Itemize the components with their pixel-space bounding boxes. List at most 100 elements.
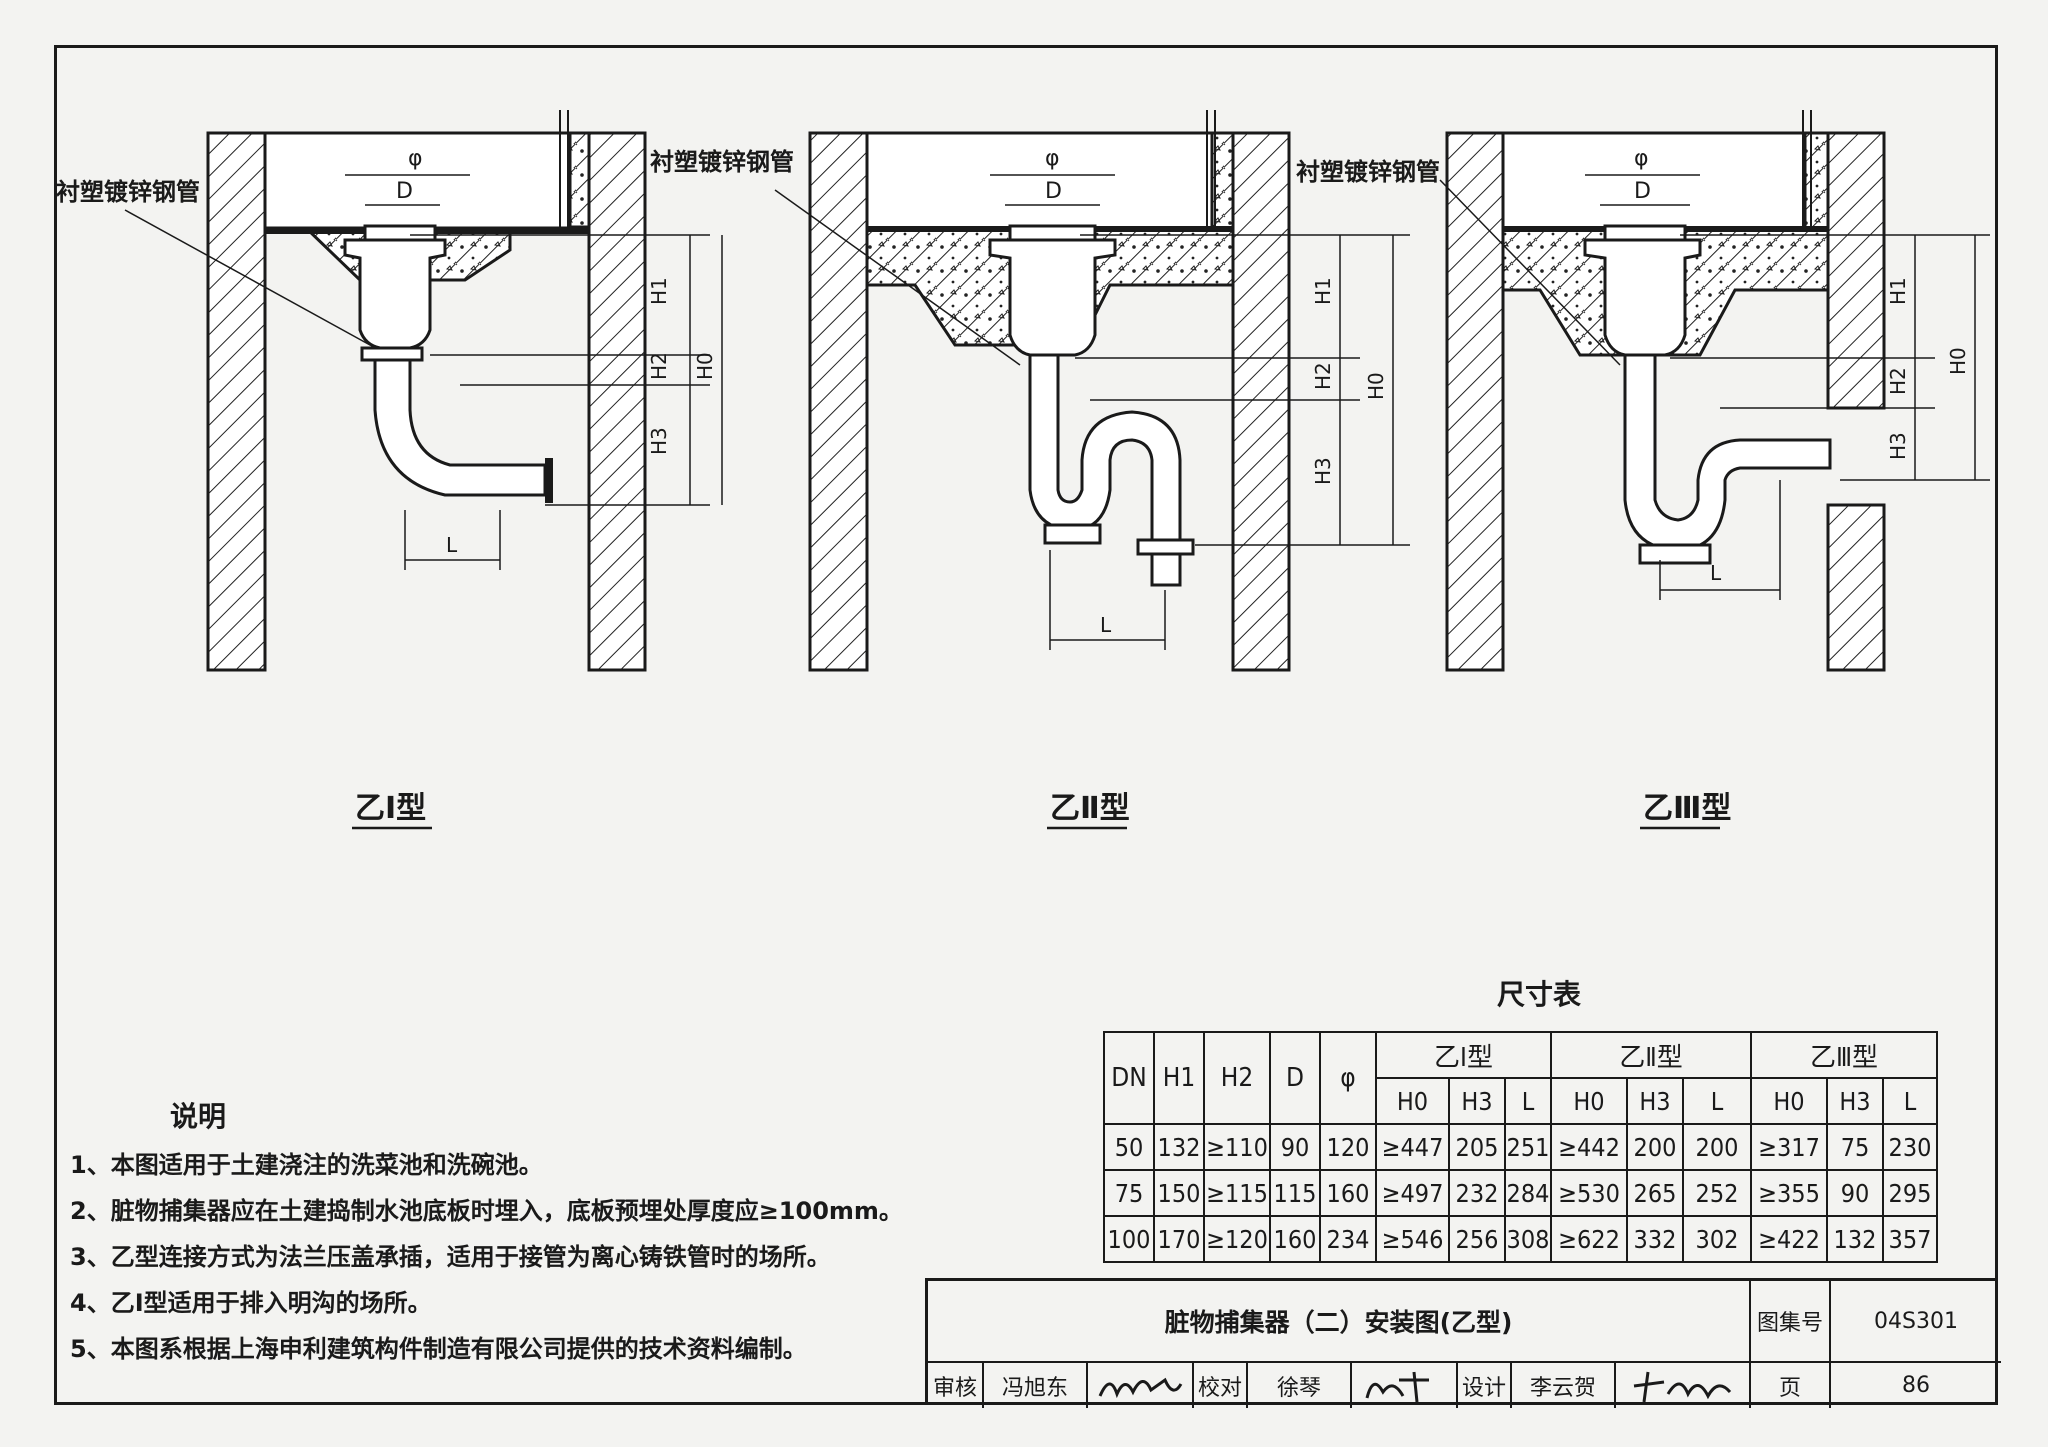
l-label: L bbox=[1710, 561, 1722, 585]
h0-label: H0 bbox=[1946, 347, 1970, 375]
table-cell: ≥546 bbox=[1375, 1215, 1450, 1263]
caption-type-1: 乙Ⅰ型 bbox=[355, 791, 426, 826]
d-label: D bbox=[1634, 179, 1651, 204]
table-cell: 200 bbox=[1682, 1123, 1752, 1171]
table-cell: 160 bbox=[1269, 1215, 1321, 1263]
group-header: 乙Ⅱ型 bbox=[1550, 1031, 1752, 1079]
table-cell: 332 bbox=[1626, 1215, 1684, 1263]
table-cell: 50 bbox=[1103, 1123, 1155, 1171]
page-number: 86 bbox=[1902, 1373, 1930, 1398]
table-row: 75 150 ≥115 115 160 ≥497 232 284 ≥530 26… bbox=[1103, 1169, 1938, 1217]
right-wall-upper bbox=[1826, 131, 1886, 410]
col-header: D bbox=[1269, 1031, 1321, 1125]
caption-type-2: 乙Ⅱ型 bbox=[1050, 791, 1130, 826]
basin-inner bbox=[1501, 131, 1807, 230]
sub-header: H3 bbox=[1826, 1077, 1884, 1125]
right-wall bbox=[1231, 131, 1291, 672]
table-cell: 75 bbox=[1826, 1123, 1884, 1171]
h1-label: H1 bbox=[1311, 277, 1335, 305]
note-item: 2、脏物捕集器应在土建捣制水池底板时埋入，底板预埋处厚度应≥100mm。 bbox=[70, 1197, 903, 1225]
table-cell: 205 bbox=[1448, 1123, 1506, 1171]
drawing-sheet bbox=[54, 45, 1998, 1405]
type-3-drawing: φ D H1 H2 H3 H0 L 衬塑镀锌钢管 bbox=[1296, 110, 1990, 672]
table-cell: ≥442 bbox=[1550, 1123, 1628, 1171]
h0-label: H0 bbox=[1364, 372, 1388, 400]
table-cell: ≥447 bbox=[1375, 1123, 1450, 1171]
table-cell: 357 bbox=[1882, 1215, 1938, 1263]
table-cell: 251 bbox=[1504, 1123, 1552, 1171]
table-cell: 132 bbox=[1826, 1215, 1884, 1263]
signature-icon bbox=[1633, 1371, 1731, 1402]
l-label: L bbox=[1100, 613, 1112, 637]
table-cell: 232 bbox=[1448, 1169, 1506, 1217]
right-wall bbox=[587, 131, 647, 672]
signature-icon bbox=[1098, 1377, 1183, 1398]
basin-inner bbox=[865, 131, 1214, 230]
collector-body bbox=[1583, 238, 1702, 357]
note-item: 1、本图适用于土建浇注的洗菜池和洗碗池。 bbox=[70, 1151, 543, 1179]
table-row: 50 132 ≥110 90 120 ≥447 205 251 ≥442 200… bbox=[1103, 1123, 1938, 1171]
table-cell: ≥355 bbox=[1750, 1169, 1828, 1217]
reviewer-name: 冯旭东 bbox=[984, 1363, 1088, 1408]
p-trap-pipe bbox=[1623, 353, 1832, 552]
h1-label: H1 bbox=[1886, 277, 1910, 305]
caption-type-3: 乙Ⅲ型 bbox=[1643, 791, 1731, 826]
h0-label: H0 bbox=[693, 352, 717, 380]
designer-name: 李云贺 bbox=[1512, 1363, 1616, 1408]
l-label: L bbox=[446, 533, 458, 557]
dimension-table: DN H1 H2 D φ 乙Ⅰ型 乙Ⅱ型 乙Ⅲ型 H0 H3 L H0 H3 L… bbox=[1103, 1031, 1938, 1263]
h3-label: H3 bbox=[1886, 432, 1910, 460]
atlas-label: 图集号 bbox=[1751, 1281, 1831, 1361]
col-header: H1 bbox=[1153, 1031, 1205, 1125]
title-row: 脏物捕集器（二）安装图(乙型) 图集号 04S301 bbox=[928, 1281, 2001, 1363]
note-item: 5、本图系根据上海申利建筑构件制造有限公司提供的技术资料编制。 bbox=[70, 1335, 807, 1363]
sub-header: L bbox=[1504, 1077, 1552, 1125]
pipe-label: 衬塑镀锌钢管 bbox=[650, 148, 794, 176]
review-label: 审核 bbox=[928, 1363, 984, 1408]
table-header-row-1: DN H1 H2 D φ 乙Ⅰ型 乙Ⅱ型 乙Ⅲ型 bbox=[1103, 1031, 1938, 1125]
checker-signature bbox=[1352, 1363, 1458, 1408]
reviewer-signature bbox=[1088, 1363, 1194, 1408]
h1-label: H1 bbox=[647, 277, 671, 305]
atlas-number: 04S301 bbox=[1874, 1308, 1958, 1334]
left-wall bbox=[808, 131, 869, 672]
table-header-row-2: H0 H3 L H0 H3 L H0 H3 L bbox=[1104, 1077, 1938, 1125]
table-cell: 120 bbox=[1319, 1123, 1377, 1171]
signature-icon bbox=[1365, 1371, 1429, 1402]
table-cell: 150 bbox=[1153, 1169, 1205, 1217]
basin-inner bbox=[263, 131, 572, 230]
left-wall bbox=[206, 131, 267, 672]
signature-row: 审核 冯旭东 校对 徐琴 设计 李云贺 页 86 bbox=[928, 1363, 2001, 1408]
page-label: 页 bbox=[1751, 1363, 1831, 1408]
table-cell: ≥497 bbox=[1375, 1169, 1450, 1217]
table-cell: 115 bbox=[1269, 1169, 1321, 1217]
notes: 说明 1、本图适用于土建浇注的洗菜池和洗碗池。 2、脏物捕集器应在土建捣制水池底… bbox=[70, 1095, 903, 1375]
phi-label: φ bbox=[1634, 146, 1649, 171]
col-header: H2 bbox=[1203, 1031, 1271, 1125]
right-wall-lower bbox=[1826, 503, 1886, 672]
group-header: 乙Ⅰ型 bbox=[1375, 1031, 1552, 1079]
phi-label: φ bbox=[1045, 146, 1060, 171]
table-cell: 252 bbox=[1682, 1169, 1752, 1217]
designer-signature bbox=[1616, 1363, 1751, 1408]
sub-header: H0 bbox=[1375, 1077, 1450, 1125]
elbow-pipe bbox=[373, 346, 547, 497]
table-cell: 256 bbox=[1448, 1215, 1506, 1263]
table-cell: ≥110 bbox=[1203, 1123, 1271, 1171]
h3-label: H3 bbox=[1311, 457, 1335, 485]
pipe-label: 衬塑镀锌钢管 bbox=[1296, 158, 1440, 186]
table-cell: 284 bbox=[1504, 1169, 1552, 1217]
h2-label: H2 bbox=[1886, 367, 1910, 395]
type-2-drawing: φ D H1 H2 H3 H0 L 衬塑镀锌钢管 bbox=[650, 110, 1410, 672]
h3-label: H3 bbox=[647, 427, 671, 455]
table-cell: 160 bbox=[1319, 1169, 1377, 1217]
table-cell: ≥115 bbox=[1203, 1169, 1271, 1217]
table-cell: 100 bbox=[1103, 1215, 1155, 1263]
table-cell: ≥422 bbox=[1750, 1215, 1828, 1263]
collector-body bbox=[988, 238, 1117, 357]
notes-heading: 说明 bbox=[170, 1100, 227, 1133]
table-title: 尺寸表 bbox=[1497, 978, 1581, 1011]
col-header: φ bbox=[1319, 1031, 1377, 1125]
drawing-title: 脏物捕集器（二）安装图(乙型) bbox=[928, 1281, 1751, 1361]
